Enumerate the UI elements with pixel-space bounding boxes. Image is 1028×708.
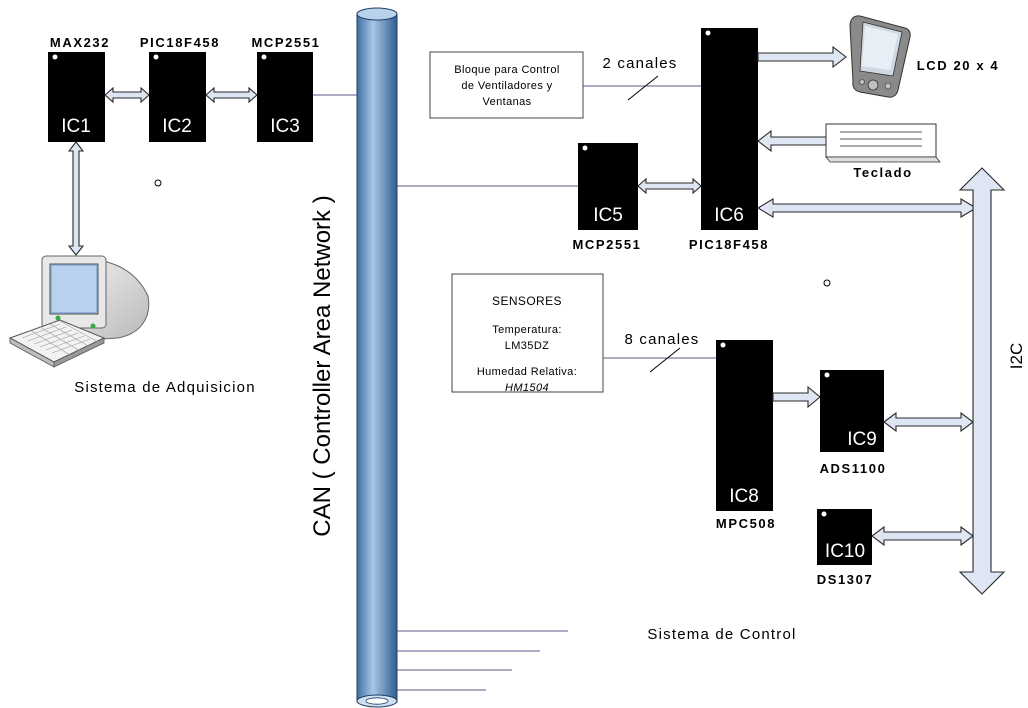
sensors-temp-value: LM35DZ	[505, 340, 550, 352]
fan-block-line-1: Bloque para Control	[454, 64, 559, 76]
ic9-chip: IC9	[820, 370, 884, 452]
fan-block-line-2: de Ventiladores y	[461, 80, 552, 92]
ic2-ic3-arrow	[205, 86, 258, 104]
control-system-label: Sistema de Control	[647, 626, 796, 643]
ic8-chip: IC8	[716, 340, 773, 511]
keyboard-ic6-arrow	[757, 129, 831, 153]
sensors-title: SENSORES	[492, 294, 562, 308]
ic8-id: IC8	[729, 486, 759, 507]
fan-channel-slash	[627, 75, 659, 101]
ic1-ic2-arrow	[104, 86, 150, 104]
computer-icon	[8, 255, 150, 368]
ic8-part: MPC508	[716, 516, 776, 531]
sensor-channel-slash	[649, 347, 681, 373]
sensor-channels-label: 8 canales	[624, 331, 699, 348]
i2c-label: I2C	[1007, 343, 1026, 369]
ic9-id: IC9	[847, 429, 877, 450]
ic9-i2c-arrow	[883, 411, 974, 433]
ic6-chip: IC6	[701, 28, 758, 230]
small-circle-2	[823, 279, 831, 287]
ic5-ic6-arrow	[637, 177, 702, 195]
sensors-hum-value: HM1504	[505, 382, 549, 394]
ic5-part: MCP2551	[572, 237, 641, 252]
ic1-part: MAX232	[50, 35, 110, 50]
ic1-computer-arrow	[67, 141, 85, 256]
ic2-id: IC2	[162, 116, 192, 137]
lcd-label: LCD 20 x 4	[917, 58, 999, 73]
bus-wires	[313, 94, 578, 691]
ic10-chip: IC10	[817, 509, 872, 565]
ic10-id: IC10	[825, 541, 865, 562]
can-bus	[356, 7, 398, 708]
ic2-chip: IC2	[149, 52, 206, 142]
fan-channels-label: 2 canales	[602, 55, 677, 72]
ic6-lcd-arrow	[757, 45, 847, 69]
ic10-i2c-arrow	[871, 525, 974, 547]
sensors-block	[451, 273, 604, 393]
keyboard-icon	[825, 123, 941, 163]
keyboard-label: Teclado	[853, 165, 912, 180]
ic5-chip: IC5	[578, 143, 638, 230]
ic3-part: MCP2551	[251, 35, 320, 50]
ic1-id: IC1	[61, 116, 91, 137]
ic3-chip: IC3	[257, 52, 313, 142]
ic8-ic9-arrow	[772, 385, 821, 409]
ic6-part: PIC18F458	[689, 237, 769, 252]
ic1-chip: IC1	[48, 52, 105, 142]
can-bus-label: CAN ( Controller Area Network )	[309, 195, 336, 536]
fan-control-block	[429, 51, 584, 119]
ic6-i2c-arrow	[756, 198, 978, 218]
sensors-hum-label: Humedad Relativa:	[477, 366, 577, 378]
small-circle	[154, 179, 162, 187]
fan-block-line-3: Ventanas	[482, 96, 531, 108]
ic3-id: IC3	[270, 116, 300, 137]
i2c-bus	[958, 167, 1006, 595]
acquisition-system-label: Sistema de Adquisicion	[74, 379, 256, 396]
lcd-icon	[849, 15, 911, 98]
sensors-temp-label: Temperatura:	[492, 324, 562, 336]
ic5-id: IC5	[593, 205, 623, 226]
ic6-id: IC6	[714, 205, 744, 226]
ic10-part: DS1307	[817, 572, 874, 587]
ic2-part: PIC18F458	[140, 35, 220, 50]
ic9-part: ADS1100	[820, 461, 887, 476]
